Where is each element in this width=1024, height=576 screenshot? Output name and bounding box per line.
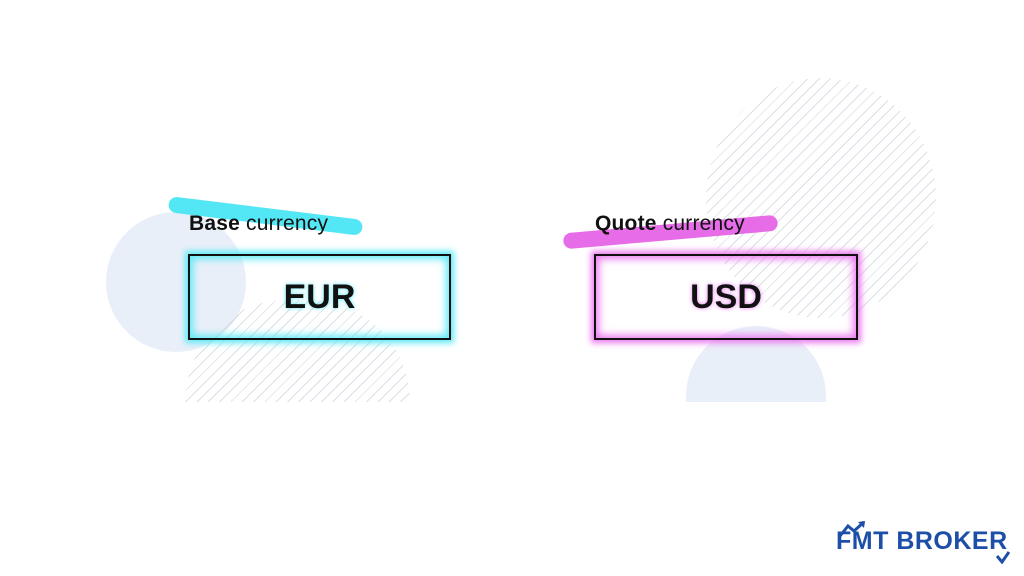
quote-currency-box: USD [594,254,858,340]
fmt-broker-logo: FMT BROKER [836,520,1010,564]
quote-label-light: currency [656,212,745,235]
logo-text: FMT BROKER [836,526,1008,555]
base-label-light: currency [240,212,329,235]
base-label-bold: Base [189,212,241,235]
quote-label-bold: Quote [595,212,657,235]
base-currency-code: EUR [283,277,356,316]
quote-currency-label: Quote currency [595,212,745,236]
decorative-hatch-right [706,78,936,318]
quote-currency-code: USD [690,277,762,316]
base-currency-label: Base currency [189,212,328,236]
base-currency-box: EUR [188,254,451,340]
trend-arrow-icon [838,520,866,537]
check-arrow-icon [995,551,1010,564]
